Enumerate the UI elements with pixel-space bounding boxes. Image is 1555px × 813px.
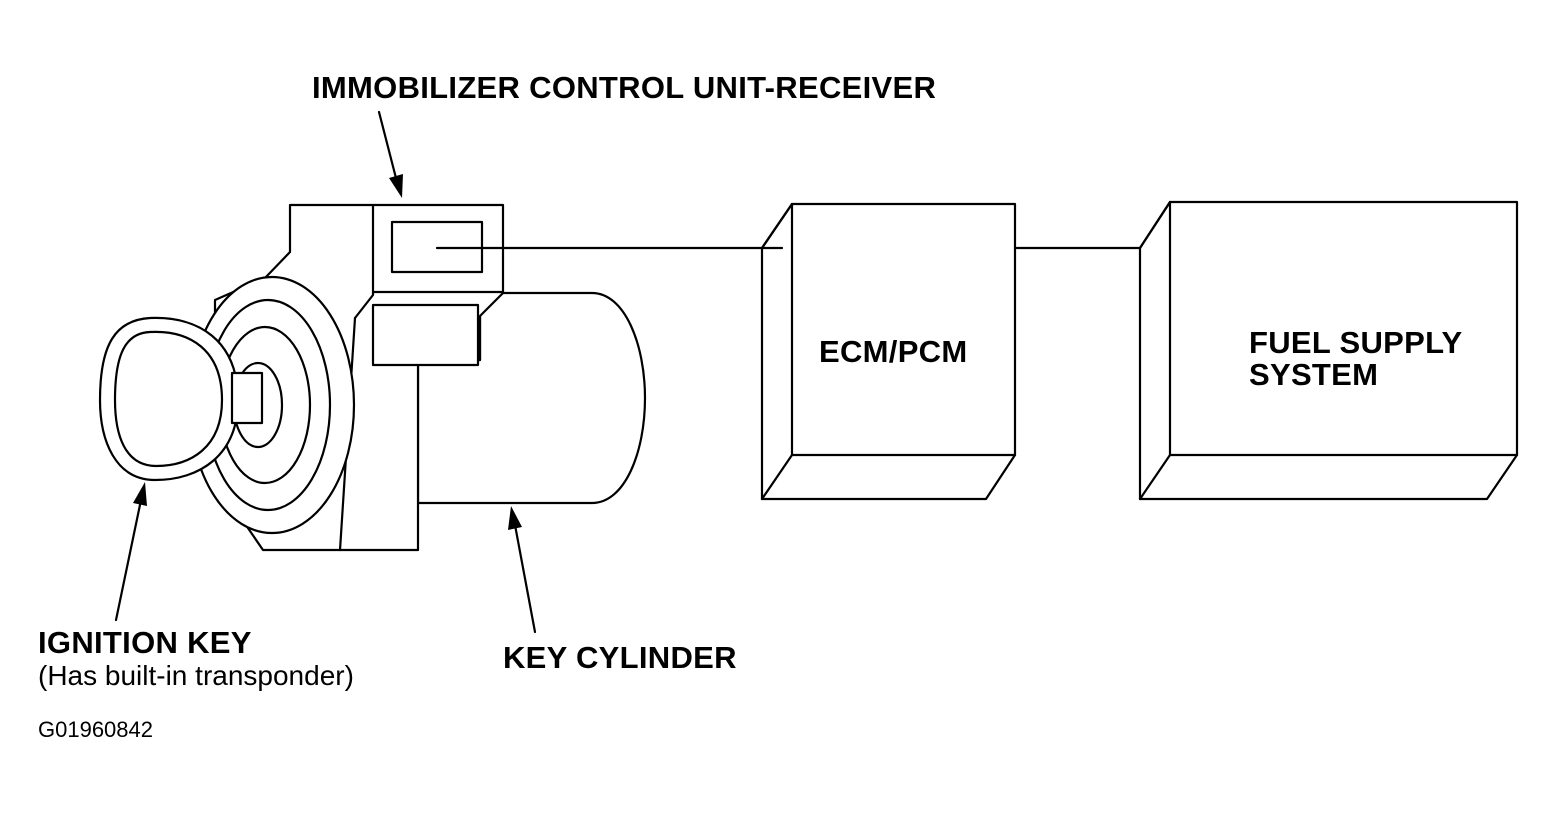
ignition-key-arrow (114, 482, 147, 622)
receiver-arrow (377, 110, 403, 198)
key-cylinder-barrel (416, 291, 647, 505)
ignition-key-note: (Has built-in transponder) (38, 660, 354, 691)
key-cylinder-arrow (508, 506, 537, 634)
ignition-key-shank (230, 371, 264, 425)
fuel-supply-label-line1: FUEL SUPPLY (1249, 325, 1463, 360)
ignition-key-label: IGNITION KEY (38, 625, 252, 660)
receiver-label: IMMOBILIZER CONTROL UNIT-RECEIVER (312, 70, 937, 105)
fuel-supply-box (1138, 200, 1519, 501)
figure-code: G01960842 (38, 717, 153, 742)
fuel-supply-label-line2: SYSTEM (1249, 357, 1379, 392)
key-cylinder-label: KEY CYLINDER (503, 640, 737, 675)
receiver-module-block (371, 303, 480, 367)
ecm-pcm-label: ECM/PCM (819, 334, 968, 369)
ecm-pcm-box (760, 202, 1017, 501)
ignition-key-head (98, 316, 264, 482)
